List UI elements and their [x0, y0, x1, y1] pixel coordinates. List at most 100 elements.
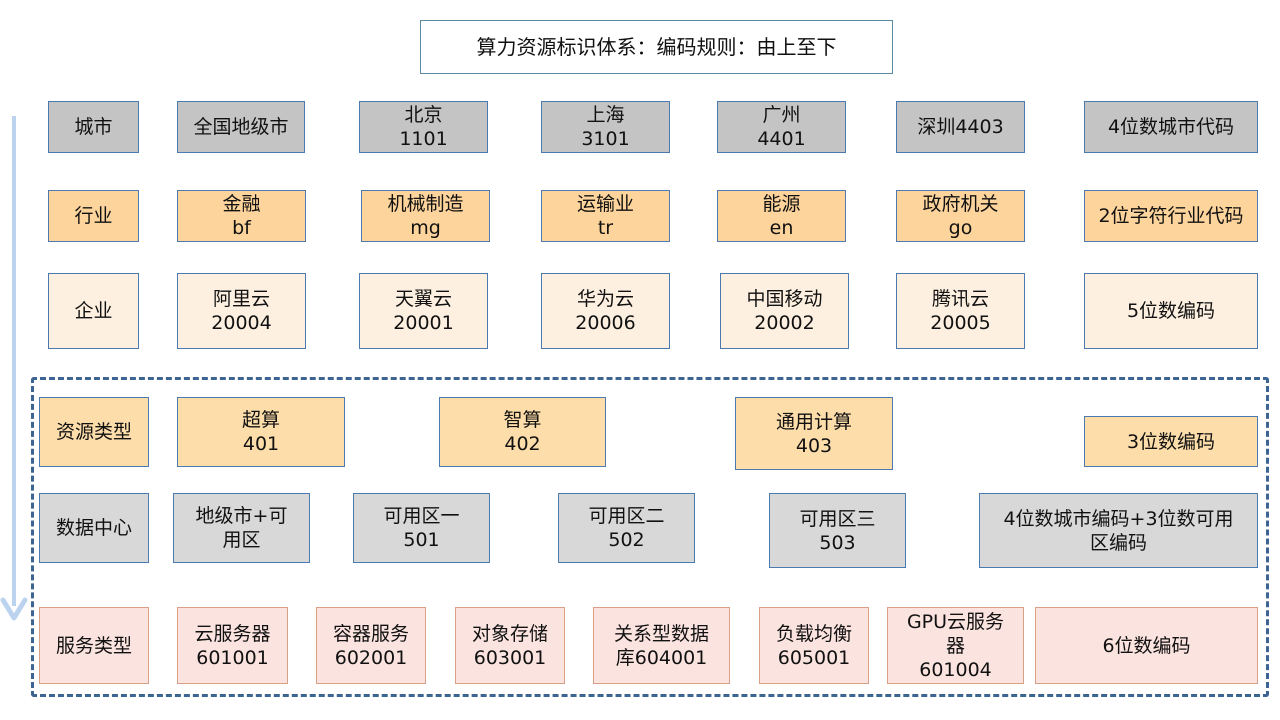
resource-group-frame — [31, 377, 1269, 697]
rule-text-line: 4位数城市代码 — [1107, 116, 1235, 138]
row-label-text: 城市 — [74, 116, 113, 138]
rule-text-line: 2位字符行业代码 — [1098, 205, 1244, 227]
row-label-resource-type: 资源类型 — [39, 397, 149, 467]
datacenter-node-zone-2: 可用区二 502 — [558, 493, 695, 563]
row-label-text: 数据中心 — [55, 517, 132, 539]
node-code-line: 402 — [504, 433, 541, 455]
industry-node-transport: 运输业 tr — [541, 190, 670, 242]
row-label-text: 企业 — [74, 300, 113, 322]
rule-service-type-code: 6位数编码 — [1035, 607, 1258, 684]
service-node-load-balancer: 负载均衡 605001 — [759, 607, 869, 684]
node-code-line: go — [948, 217, 973, 239]
node-text-line: 运输业 — [576, 193, 634, 215]
node-code-line: 20004 — [211, 312, 272, 334]
resource-node-intelligent-computing: 智算 402 — [439, 397, 606, 467]
city-node-guangzhou: 广州 4401 — [717, 101, 846, 153]
rule-data-center-code: 4位数城市编码+3位数可用 区编码 — [979, 493, 1258, 568]
rule-text-line: 4位数城市编码+3位数可用 — [1003, 507, 1234, 530]
node-code-line: tr — [597, 217, 614, 239]
node-code-line: mg — [410, 217, 441, 239]
diagram-title: 算力资源标识体系：编码规则：由上至下 — [420, 20, 893, 74]
rule-resource-type-code: 3位数编码 — [1084, 416, 1258, 467]
down-arrow-icon — [0, 597, 28, 621]
enterprise-node-china-mobile: 中国移动 20002 — [720, 273, 849, 349]
row-label-text: 服务类型 — [55, 634, 132, 657]
node-text-line: 用区 — [222, 529, 261, 551]
node-text-line: 可用区一 — [383, 505, 460, 527]
resource-node-supercomputing: 超算 401 — [177, 397, 345, 467]
industry-node-government: 政府机关 go — [896, 190, 1025, 242]
node-text-line: GPU云服务 — [906, 610, 1005, 633]
node-code-line: 20002 — [754, 312, 815, 334]
node-text-line: 关系型数据 — [613, 622, 709, 645]
row-label-text: 行业 — [74, 205, 113, 227]
datacenter-node-zone-3: 可用区三 503 — [769, 493, 906, 568]
city-node-nationwide: 全国地级市 — [177, 101, 305, 153]
flow-arrow-shaft — [12, 116, 16, 606]
enterprise-node-huawei: 华为云 20006 — [541, 273, 670, 349]
industry-node-machinery: 机械制造 mg — [361, 190, 490, 242]
node-text-line: 机械制造 — [387, 193, 464, 215]
node-text-line: 超算 — [241, 409, 280, 431]
diagram-title-text: 算力资源标识体系：编码规则：由上至下 — [476, 35, 837, 59]
rule-enterprise-code: 5位数编码 — [1084, 273, 1258, 349]
node-code-line: en — [769, 217, 794, 239]
rule-text-line: 5位数编码 — [1126, 300, 1216, 322]
node-text-line: 云服务器 — [194, 622, 271, 645]
rule-text-line: 6位数编码 — [1102, 634, 1191, 657]
node-code-line: 401 — [242, 433, 280, 455]
service-node-container: 容器服务 602001 — [316, 607, 426, 684]
datacenter-node-zone-1: 可用区一 501 — [353, 493, 490, 563]
node-code-line: 602001 — [334, 646, 408, 669]
city-node-shenzhen: 深圳4403 — [896, 101, 1025, 153]
node-code-line: 20005 — [930, 312, 991, 334]
row-label-enterprise: 企业 — [48, 273, 139, 349]
rule-text-line: 区编码 — [1089, 531, 1147, 554]
service-node-object-storage: 对象存储 603001 — [455, 607, 565, 684]
node-text-line: 天翼云 — [394, 288, 452, 310]
node-code-line: 601001 — [196, 646, 269, 669]
node-text-line: 腾讯云 — [931, 288, 989, 310]
row-label-data-center: 数据中心 — [39, 493, 149, 563]
node-code-line: 20001 — [393, 312, 454, 334]
industry-node-finance: 金融 bf — [177, 190, 306, 242]
node-text-line: 通用计算 — [775, 410, 852, 433]
enterprise-node-tianyi: 天翼云 20001 — [359, 273, 488, 349]
node-code-line: 403 — [795, 434, 833, 457]
city-node-beijing: 北京 1101 — [359, 101, 488, 153]
service-node-gpu-cloud-server: GPU云服务 器 601004 — [887, 607, 1024, 684]
node-code-line: 503 — [819, 531, 856, 554]
node-code-line: 1101 — [399, 128, 448, 150]
node-text-line: 政府机关 — [922, 193, 999, 215]
node-text-line: 器 — [945, 634, 965, 657]
node-text-line: 中国移动 — [746, 288, 823, 310]
node-code-line: 603001 — [473, 646, 547, 669]
row-label-text: 资源类型 — [55, 421, 132, 443]
service-node-relational-db: 关系型数据 库604001 — [593, 607, 730, 684]
row-label-industry: 行业 — [48, 190, 139, 242]
node-text-line: 北京 — [404, 104, 443, 126]
node-text-line: 地级市+可 — [195, 505, 288, 527]
row-label-service-type: 服务类型 — [39, 607, 149, 684]
rule-city-code: 4位数城市代码 — [1084, 101, 1258, 153]
node-code-line: 502 — [608, 529, 645, 551]
node-code-line: 601004 — [919, 658, 992, 681]
node-text-line: 可用区三 — [799, 507, 876, 530]
resource-node-general-computing: 通用计算 403 — [735, 397, 893, 470]
node-text-line: 库604001 — [615, 646, 708, 669]
node-text-line: 可用区二 — [588, 505, 665, 527]
industry-node-energy: 能源 en — [717, 190, 846, 242]
node-text-line: 对象存储 — [471, 622, 548, 645]
node-text-line: 全国地级市 — [193, 116, 289, 138]
node-text-line: 智算 — [503, 409, 542, 431]
node-text-line: 华为云 — [576, 288, 634, 310]
node-text-line: 阿里云 — [212, 288, 270, 310]
node-code-line: 3101 — [581, 128, 630, 150]
service-node-cloud-server: 云服务器 601001 — [177, 607, 288, 684]
node-text-line: 上海 — [586, 104, 625, 126]
node-text-line: 深圳4403 — [917, 116, 1004, 138]
node-text-line: 负载均衡 — [775, 622, 852, 645]
node-code-line: 20006 — [575, 312, 636, 334]
node-text-line: 金融 — [222, 193, 261, 215]
node-text-line: 容器服务 — [332, 622, 409, 645]
